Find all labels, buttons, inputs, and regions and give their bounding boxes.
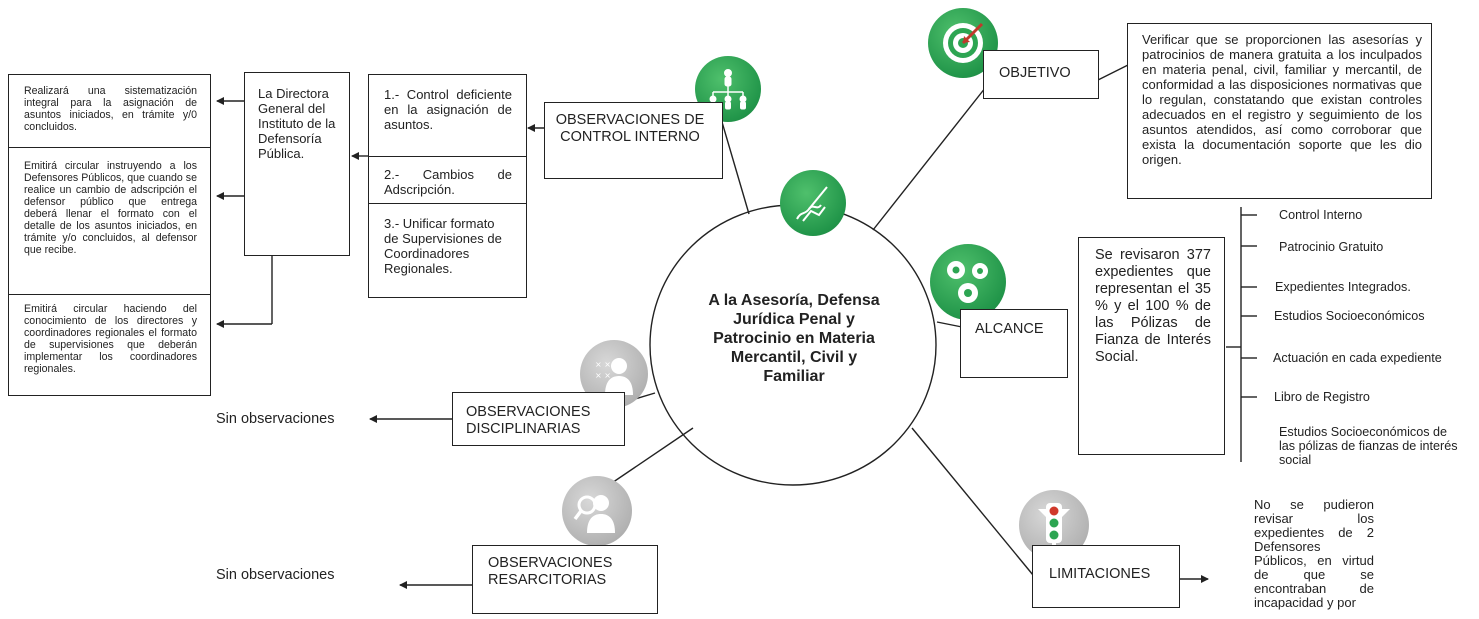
disciplinarias-label-box: OBSERVACIONES DISCIPLINARIAS: [452, 392, 625, 446]
alcance-item: Expedientes Integrados.: [1275, 280, 1411, 294]
responsible-text: La Directora General del Instituto de la…: [258, 86, 336, 161]
alcance-item: Libro de Registro: [1274, 390, 1370, 404]
observation-item: 1.- Control deficiente en la asignación …: [384, 87, 512, 132]
objetivo-text: Verificar que se proporcionen las asesor…: [1142, 32, 1422, 167]
alcance-item: Actuación en cada expediente: [1273, 351, 1442, 365]
alcance-label: ALCANCE: [975, 321, 1044, 337]
magnifier-person-icon: [562, 476, 632, 546]
objetivo-label-box: OBJETIVO: [983, 50, 1099, 99]
alcance-text-box: Se revisaron 377 expedientes que represe…: [1078, 237, 1225, 455]
action-item: Emitirá circular haciendo del conocimien…: [24, 303, 197, 375]
alcance-item: Patrocinio Gratuito: [1279, 240, 1384, 254]
responsible-box: La Directora General del Instituto de la…: [244, 72, 350, 256]
objetivo-label: OBJETIVO: [999, 65, 1071, 81]
control-interno-label-box: OBSERVACIONES DE CONTROL INTERNO: [544, 102, 723, 179]
limitaciones-label: LIMITACIONES: [1049, 566, 1151, 582]
observation-item: 3.- Unificar formato de Supervisiones de…: [384, 216, 502, 276]
target-icon: [928, 8, 998, 78]
resarcitorias-label-box: OBSERVACIONES RESARCITORIAS: [472, 545, 658, 614]
alcance-item: Estudios Socioeconómicos: [1274, 309, 1425, 323]
action-item: Realizará una sistematización integral p…: [24, 85, 197, 133]
hand-writing-icon: [780, 170, 846, 236]
limitaciones-text: No se pudieron revisar los expedientes d…: [1254, 498, 1374, 610]
observation-item: 2.- Cambios de Adscripción.: [384, 167, 512, 197]
alcance-label-box: ALCANCE: [960, 309, 1068, 378]
objetivo-text-box: Verificar que se proporcionen las asesor…: [1127, 23, 1432, 199]
control-interno-label: OBSERVACIONES DE CONTROL INTERNO: [555, 112, 705, 145]
control-interno-observations: 1.- Control deficiente en la asignación …: [368, 74, 527, 298]
alcance-item: Estudios Socioeconómicos de las pólizas …: [1279, 425, 1458, 467]
resarcitorias-result: Sin observaciones: [216, 567, 335, 583]
action-item: Emitirá circular instruyendo a los Defen…: [24, 160, 197, 256]
resarcitorias-label: OBSERVACIONES RESARCITORIAS: [488, 555, 613, 588]
disciplinarias-label: OBSERVACIONES DISCIPLINARIAS: [466, 404, 591, 437]
alcance-text: Se revisaron 377 expedientes que represe…: [1095, 247, 1211, 365]
alcance-item: Control Interno: [1279, 208, 1363, 222]
limitaciones-label-box: LIMITACIONES: [1032, 545, 1180, 608]
limitaciones-text-clip: No se pudieron revisar los expedientes d…: [1254, 498, 1378, 619]
svg-text:× ×: × ×: [595, 371, 611, 380]
center-title: A la Asesoría, Defensa Jurídica Penal y …: [708, 292, 880, 385]
disciplinarias-result: Sin observaciones: [216, 411, 335, 427]
svg-text:× ×: × ×: [595, 360, 611, 369]
actions-box: Realizará una sistematización integral p…: [8, 74, 211, 396]
gears-icon: [930, 244, 1006, 320]
